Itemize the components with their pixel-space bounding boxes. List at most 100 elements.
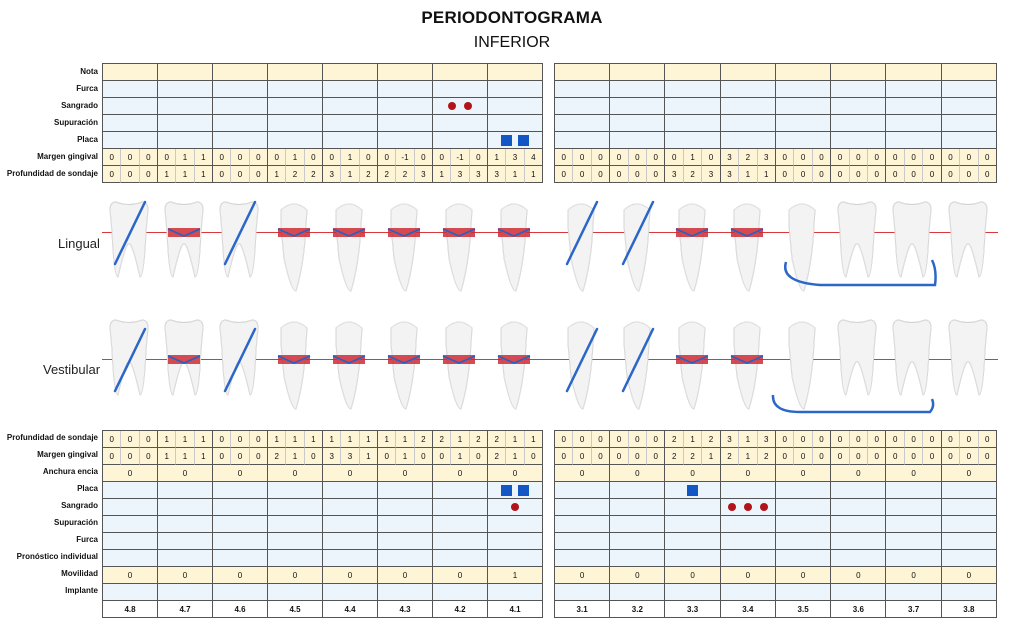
bottom-pronostico-cell[interactable] (158, 550, 213, 567)
top-furca-cell[interactable] (268, 81, 323, 98)
bottom-placa-cell[interactable] (886, 482, 942, 499)
bottom-sangrado-cell[interactable] (488, 499, 543, 516)
top-sangrado-cell[interactable] (775, 98, 832, 115)
top-furca-cell[interactable] (103, 81, 158, 98)
top-placa-cell[interactable] (488, 132, 543, 149)
implante-cell[interactable] (268, 584, 323, 601)
top-furca-cell[interactable] (831, 81, 887, 98)
top-supuracion-cell[interactable] (665, 115, 721, 132)
top-sangrado-cell[interactable] (323, 98, 378, 115)
implante-cell[interactable] (941, 584, 997, 601)
top-supuracion-cell[interactable] (488, 115, 543, 132)
bottom-sangrado-cell[interactable] (268, 499, 323, 516)
top-supuracion-cell[interactable] (268, 115, 323, 132)
top-furca-cell[interactable] (886, 81, 942, 98)
top-sangrado-cell[interactable] (268, 98, 323, 115)
bottom-sangrado-cell[interactable] (323, 499, 378, 516)
top-supuracion-cell[interactable] (433, 115, 488, 132)
top-nota-cell[interactable] (831, 64, 887, 81)
bottom-placa-cell[interactable] (775, 482, 832, 499)
implante-cell[interactable] (323, 584, 378, 601)
implante-cell[interactable] (775, 584, 832, 601)
bottom-pronostico-cell[interactable] (775, 550, 832, 567)
top-sangrado-cell[interactable] (433, 98, 488, 115)
top-sangrado-cell[interactable] (103, 98, 158, 115)
top-nota-cell[interactable] (323, 64, 378, 81)
implante-cell[interactable] (610, 584, 666, 601)
top-nota-cell[interactable] (488, 64, 543, 81)
bottom-sangrado-cell[interactable] (158, 499, 213, 516)
bottom-furca-cell[interactable] (831, 533, 887, 550)
top-placa-cell[interactable] (158, 132, 213, 149)
bottom-sangrado-cell[interactable] (103, 499, 158, 516)
bottom-supuracion-cell[interactable] (158, 516, 213, 533)
top-nota-cell[interactable] (610, 64, 666, 81)
bottom-pronostico-cell[interactable] (831, 550, 887, 567)
top-furca-cell[interactable] (720, 81, 776, 98)
bottom-sangrado-cell[interactable] (720, 499, 776, 516)
bottom-supuracion-cell[interactable] (103, 516, 158, 533)
top-nota-cell[interactable] (158, 64, 213, 81)
bottom-sangrado-cell[interactable] (378, 499, 433, 516)
bottom-pronostico-cell[interactable] (665, 550, 721, 567)
top-sangrado-cell[interactable] (610, 98, 666, 115)
top-furca-cell[interactable] (555, 81, 611, 98)
top-supuracion-cell[interactable] (213, 115, 268, 132)
top-placa-cell[interactable] (720, 132, 776, 149)
top-nota-cell[interactable] (886, 64, 942, 81)
top-placa-cell[interactable] (433, 132, 488, 149)
bottom-placa-cell[interactable] (103, 482, 158, 499)
bottom-sangrado-cell[interactable] (775, 499, 832, 516)
bottom-furca-cell[interactable] (941, 533, 997, 550)
top-placa-cell[interactable] (610, 132, 666, 149)
bottom-pronostico-cell[interactable] (720, 550, 776, 567)
bottom-furca-cell[interactable] (886, 533, 942, 550)
bottom-pronostico-cell[interactable] (488, 550, 543, 567)
top-placa-cell[interactable] (775, 132, 832, 149)
top-placa-cell[interactable] (323, 132, 378, 149)
bottom-sangrado-cell[interactable] (831, 499, 887, 516)
bottom-pronostico-cell[interactable] (941, 550, 997, 567)
bottom-furca-cell[interactable] (775, 533, 832, 550)
bottom-supuracion-cell[interactable] (268, 516, 323, 533)
bottom-supuracion-cell[interactable] (775, 516, 832, 533)
top-sangrado-cell[interactable] (213, 98, 268, 115)
bottom-pronostico-cell[interactable] (886, 550, 942, 567)
bottom-sangrado-cell[interactable] (213, 499, 268, 516)
top-sangrado-cell[interactable] (831, 98, 887, 115)
bottom-furca-cell[interactable] (555, 533, 611, 550)
top-furca-cell[interactable] (213, 81, 268, 98)
top-nota-cell[interactable] (103, 64, 158, 81)
bottom-placa-cell[interactable] (433, 482, 488, 499)
bottom-sangrado-cell[interactable] (665, 499, 721, 516)
bottom-pronostico-cell[interactable] (103, 550, 158, 567)
bottom-furca-cell[interactable] (213, 533, 268, 550)
bottom-supuracion-cell[interactable] (488, 516, 543, 533)
bottom-pronostico-cell[interactable] (378, 550, 433, 567)
bottom-sangrado-cell[interactable] (941, 499, 997, 516)
top-furca-cell[interactable] (323, 81, 378, 98)
top-furca-cell[interactable] (158, 81, 213, 98)
bottom-placa-cell[interactable] (665, 482, 721, 499)
bottom-supuracion-cell[interactable] (886, 516, 942, 533)
implante-cell[interactable] (378, 584, 433, 601)
top-nota-cell[interactable] (433, 64, 488, 81)
bottom-supuracion-cell[interactable] (941, 516, 997, 533)
top-supuracion-cell[interactable] (378, 115, 433, 132)
top-supuracion-cell[interactable] (941, 115, 997, 132)
top-nota-cell[interactable] (720, 64, 776, 81)
top-supuracion-cell[interactable] (103, 115, 158, 132)
bottom-supuracion-cell[interactable] (665, 516, 721, 533)
implante-cell[interactable] (720, 584, 776, 601)
bottom-pronostico-cell[interactable] (555, 550, 611, 567)
implante-cell[interactable] (433, 584, 488, 601)
bottom-supuracion-cell[interactable] (831, 516, 887, 533)
implante-cell[interactable] (213, 584, 268, 601)
implante-cell[interactable] (488, 584, 543, 601)
bottom-pronostico-cell[interactable] (213, 550, 268, 567)
top-nota-cell[interactable] (555, 64, 611, 81)
implante-cell[interactable] (103, 584, 158, 601)
bottom-supuracion-cell[interactable] (610, 516, 666, 533)
bottom-sangrado-cell[interactable] (610, 499, 666, 516)
top-sangrado-cell[interactable] (158, 98, 213, 115)
